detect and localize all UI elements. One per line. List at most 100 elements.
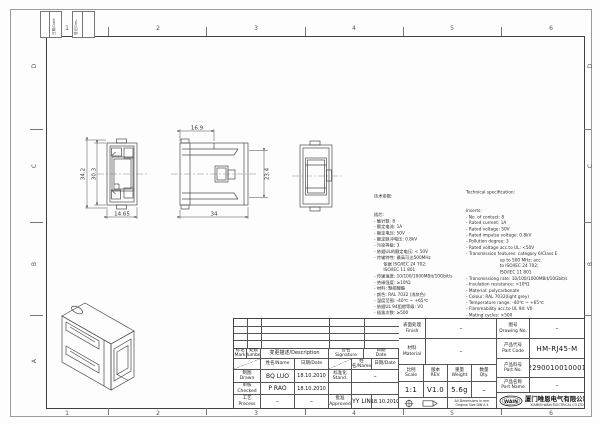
isometric-view bbox=[61, 302, 135, 391]
grid-tick bbox=[403, 408, 404, 415]
part-name-label: 产品名称 Part Name bbox=[497, 378, 530, 393]
specs-english-title: Technical specification: bbox=[466, 189, 515, 195]
grid-tick bbox=[584, 222, 591, 223]
grid-coord-bottom: 2 bbox=[156, 410, 160, 417]
revision-col-line bbox=[329, 319, 330, 348]
first-angle-projection-icon bbox=[404, 399, 438, 407]
dimension-labels: 34.2 30.3 14.65 16.9 23.4 34 bbox=[81, 126, 271, 218]
part-no-label: 产品料号 Part No. bbox=[497, 359, 530, 378]
grid-coord-top: 2 bbox=[156, 25, 160, 32]
name-header: 姓名/Name bbox=[261, 359, 295, 370]
spec-line-cn: - 材料: 聚碳酸酯 bbox=[374, 285, 406, 291]
grid-coord-top: 6 bbox=[549, 25, 553, 32]
spec-line-cn: - 温度范围: -40℃ ~ +65℃ bbox=[374, 298, 429, 304]
scale-value: 1:1 bbox=[399, 382, 424, 398]
spec-line-cn: - 绝缘强度: ≥10⁹Ω bbox=[374, 279, 411, 285]
standardized-value: – bbox=[352, 370, 399, 383]
process-date: – bbox=[295, 395, 329, 408]
spec-line-en: - Rated current: 1A bbox=[466, 220, 507, 226]
specs-chinese-title: 技术参数: bbox=[374, 193, 393, 199]
diagonal-cell bbox=[329, 359, 352, 370]
spec-line-en: ISO/IEC 11 801 bbox=[466, 269, 532, 275]
revision-row-line bbox=[234, 348, 399, 349]
grid-tick bbox=[30, 129, 43, 130]
qty-value: – bbox=[472, 382, 497, 398]
units-note: All Dimensions in mm Original Size DIN A… bbox=[448, 398, 497, 408]
revision-header-date: 日期 Date bbox=[364, 348, 399, 359]
standardized-label: 标准化 Stand. bbox=[329, 370, 352, 383]
spec-line-en: up to 500 MHz; acc. bbox=[466, 257, 542, 263]
grid-coord-bottom: 1 bbox=[65, 410, 69, 417]
finish-value: – bbox=[426, 319, 497, 339]
grid-tick bbox=[108, 27, 109, 36]
dim-side-bottom: 34 bbox=[211, 212, 218, 218]
part-code-value: HM-RJ45-M bbox=[530, 339, 584, 359]
grid-tick bbox=[501, 27, 502, 36]
qty-label: 数量 Qty. bbox=[472, 365, 497, 382]
checked-date: 18.10.2010 bbox=[295, 383, 329, 395]
spec-line-cn: - 插拔次数: ≥500 bbox=[374, 310, 409, 316]
revision-row-line bbox=[234, 340, 399, 341]
rev-label: 版本 REV. bbox=[424, 365, 448, 382]
grid-coord-top: 4 bbox=[352, 25, 356, 32]
specs-english-lines: Inserts:- No. of contact: 8- Rated curre… bbox=[466, 208, 600, 319]
spec-line-cn: ISO/IEC 11 801 bbox=[374, 267, 416, 273]
dim-front-width: 14.65 bbox=[114, 212, 130, 218]
spec-line-en: - Transmissiong rate: 10/100/1000MBit/10… bbox=[466, 275, 568, 281]
approved-name: YY LIN bbox=[352, 395, 372, 408]
company-name-en: XIAMEN WAIN ELECTRICAL CO.LTD bbox=[530, 403, 584, 407]
approved-label: 批准 Approved bbox=[329, 395, 352, 408]
spec-line-en: - Pollution degree: 3 bbox=[466, 238, 509, 244]
part-no-value: 2290010010001 bbox=[530, 359, 584, 378]
drawn-name: BQ LUO bbox=[261, 370, 295, 383]
drawn-date: 18.10.2010 bbox=[295, 370, 329, 383]
revision-header-signature: 签名 Signature bbox=[329, 348, 364, 359]
grid-coord-bottom: 3 bbox=[254, 410, 258, 417]
spec-line-en: - Rated voltage acc.to UL: <50V bbox=[466, 245, 535, 250]
drawing-no-value: – bbox=[530, 319, 584, 339]
spec-line-en: - Insulation resistance: >10⁹Ω bbox=[466, 281, 530, 287]
front-view bbox=[97, 138, 147, 210]
grid-tick bbox=[108, 408, 109, 415]
grid-coord-bottom: 6 bbox=[549, 410, 553, 417]
part-code-label: 产品代号 Part Code bbox=[497, 339, 530, 359]
revision-col-line bbox=[364, 319, 365, 348]
grid-coord-top: 5 bbox=[450, 25, 454, 32]
dim-side-top: 16.9 bbox=[191, 126, 204, 132]
spec-line-en: - Transmission features: category 6/Clas… bbox=[466, 251, 558, 257]
checked-label: 审核 Checked bbox=[234, 383, 261, 395]
revision-header-description: 变更描述/Description bbox=[261, 348, 329, 359]
spec-line-cn: 依据 ISO/IEC 24 702; bbox=[374, 261, 427, 267]
part-name-value: – bbox=[530, 378, 584, 393]
corner-box-divider bbox=[82, 12, 83, 37]
checked-name: P RAO bbox=[261, 383, 295, 395]
name-header: 姓名/Name bbox=[352, 359, 372, 370]
grid-coord-bottom: 4 bbox=[352, 410, 356, 417]
material-value: – bbox=[426, 339, 497, 365]
specs-chinese: 技术参数: 插芯:- 触针数: 8- 额定电流: 1A- 额定电压: 50V- … bbox=[374, 181, 544, 328]
units-note-line2: Original Size DIN A 4 bbox=[455, 403, 489, 407]
spec-line-en: - Temperature range: -40℃ ~ +65℃ bbox=[466, 300, 544, 306]
spec-line-cn: - 依据UL 94阻燃等级: V0 bbox=[374, 304, 423, 310]
dim-front-inner-height: 30.3 bbox=[92, 167, 98, 180]
date-header: 日期/Date bbox=[372, 359, 399, 370]
grid-tick bbox=[403, 27, 404, 36]
weight-value: 5.6g bbox=[448, 382, 472, 398]
specs-english: Technical specification: Inserts:- No. o… bbox=[466, 177, 600, 331]
spec-line-en: - Material: polycarbonate bbox=[466, 288, 520, 293]
dim-front-height: 34.2 bbox=[81, 168, 87, 180]
process-label: 工艺 Process bbox=[234, 395, 261, 408]
spec-line-cn: - 传输速度: 10/100/1000MBit/10Gbit/s bbox=[374, 273, 453, 279]
spec-line-cn: - 额定电流: 1A bbox=[374, 224, 403, 230]
spec-line-en: - Flammability acc.to UL 94: V0 bbox=[466, 306, 533, 312]
scale-label: 比例 Scale bbox=[399, 365, 424, 382]
grid-coord-top: 1 bbox=[65, 25, 69, 32]
empty-cell bbox=[352, 383, 399, 395]
spec-line-en: - Colour: RAL 7032(light grey) bbox=[466, 294, 530, 300]
revision-col-line bbox=[261, 319, 262, 348]
spec-line-cn: - 污染等级: 3 bbox=[374, 242, 400, 248]
company-cell: WAIN 厦门唯恩电气有限公司 XIAMEN WAIN ELECTRICAL C… bbox=[497, 393, 584, 408]
corner-box-divider bbox=[49, 12, 50, 37]
spec-line-en: Inserts: bbox=[466, 208, 482, 214]
